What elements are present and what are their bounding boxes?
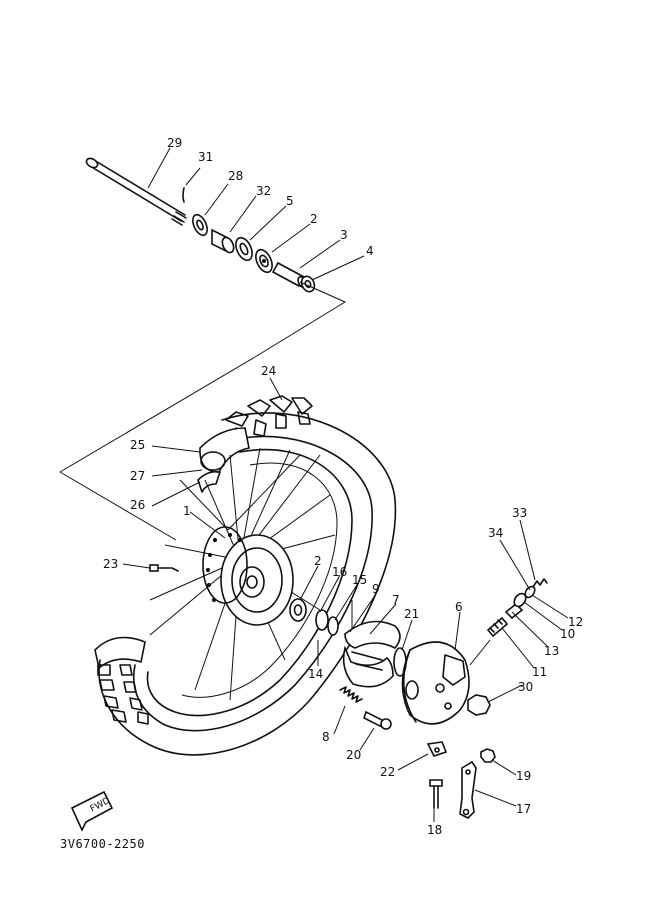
- bearing-right: [289, 598, 307, 622]
- tire-tread-top: [225, 395, 313, 445]
- fwd-arrow: FWD: [70, 790, 114, 832]
- tire: [98, 412, 397, 756]
- bearing-top: [255, 248, 273, 274]
- collar: [192, 213, 208, 237]
- part-label-7: 7: [392, 593, 400, 607]
- part-label-18: 18: [427, 823, 442, 837]
- part-label-30: 30: [518, 680, 533, 694]
- part-labels: 29 31 28 32 5 2 3 4 24 25 27 26 1 23 2 1…: [103, 136, 583, 837]
- spacer: [211, 228, 235, 254]
- hub-right-parts: [289, 598, 353, 666]
- spring: [339, 686, 363, 703]
- hub: [202, 526, 294, 626]
- nut-10: [513, 592, 527, 608]
- rim-band: [197, 470, 221, 493]
- nut-19: [480, 748, 496, 763]
- part-label-9: 9: [372, 582, 380, 596]
- nut-30: [467, 694, 491, 716]
- bolt-18: [429, 779, 443, 809]
- part-label-32: 32: [256, 184, 271, 198]
- part-label-11: 11: [532, 665, 547, 679]
- part-label-29: 29: [167, 136, 182, 150]
- part-label-6: 6: [455, 600, 463, 614]
- part-label-3: 3: [340, 228, 348, 242]
- brake-cam: [363, 710, 392, 730]
- tire-tread-bottom: [94, 636, 149, 725]
- part-label-1: 1: [183, 504, 191, 518]
- part-label-31: 31: [198, 150, 213, 164]
- part-label-25: 25: [130, 438, 145, 452]
- brake-arm: [459, 760, 477, 819]
- part-label-17: 17: [516, 802, 531, 816]
- part-label-24: 24: [261, 364, 276, 378]
- part-label-20: 20: [346, 748, 361, 762]
- part-label-13: 13: [544, 644, 559, 658]
- part-label-19: 19: [516, 769, 531, 783]
- washer-22: [426, 741, 448, 757]
- part-label-16: 16: [332, 565, 347, 579]
- part-label-34: 34: [488, 526, 503, 540]
- part-label-4: 4: [366, 244, 374, 258]
- part-label-22: 22: [380, 765, 395, 779]
- part-label-2-top: 2: [310, 212, 318, 226]
- wheel-group: [94, 395, 397, 756]
- oil-seal: [235, 236, 253, 262]
- part-label-15: 15: [352, 573, 367, 587]
- axle-shaft: [85, 157, 187, 226]
- part-label-12: 12: [568, 615, 583, 629]
- part-label-14: 14: [308, 667, 323, 681]
- inner-tube: [199, 427, 250, 473]
- cable-adjuster: [469, 578, 548, 666]
- part-label-10: 10: [560, 627, 575, 641]
- axle-assembly: [85, 157, 347, 358]
- part-label-28: 28: [228, 169, 243, 183]
- cotter-pin: [182, 187, 185, 203]
- seal-21: [393, 647, 407, 677]
- seal-15: [327, 616, 339, 636]
- part-label-21: 21: [404, 607, 419, 621]
- part-label-26: 26: [130, 498, 145, 512]
- brake-plate: [401, 641, 470, 725]
- part-label-33: 33: [512, 506, 527, 520]
- rim: [146, 448, 353, 717]
- part-label-2-right: 2: [314, 554, 322, 568]
- spacer-16: [315, 609, 329, 631]
- part-label-8: 8: [322, 730, 330, 744]
- catalog-code: 3V6700-2250: [60, 837, 145, 851]
- part-label-5: 5: [286, 194, 294, 208]
- part-label-27: 27: [130, 469, 145, 483]
- part-label-23: 23: [103, 557, 118, 571]
- spring-33: [532, 578, 548, 588]
